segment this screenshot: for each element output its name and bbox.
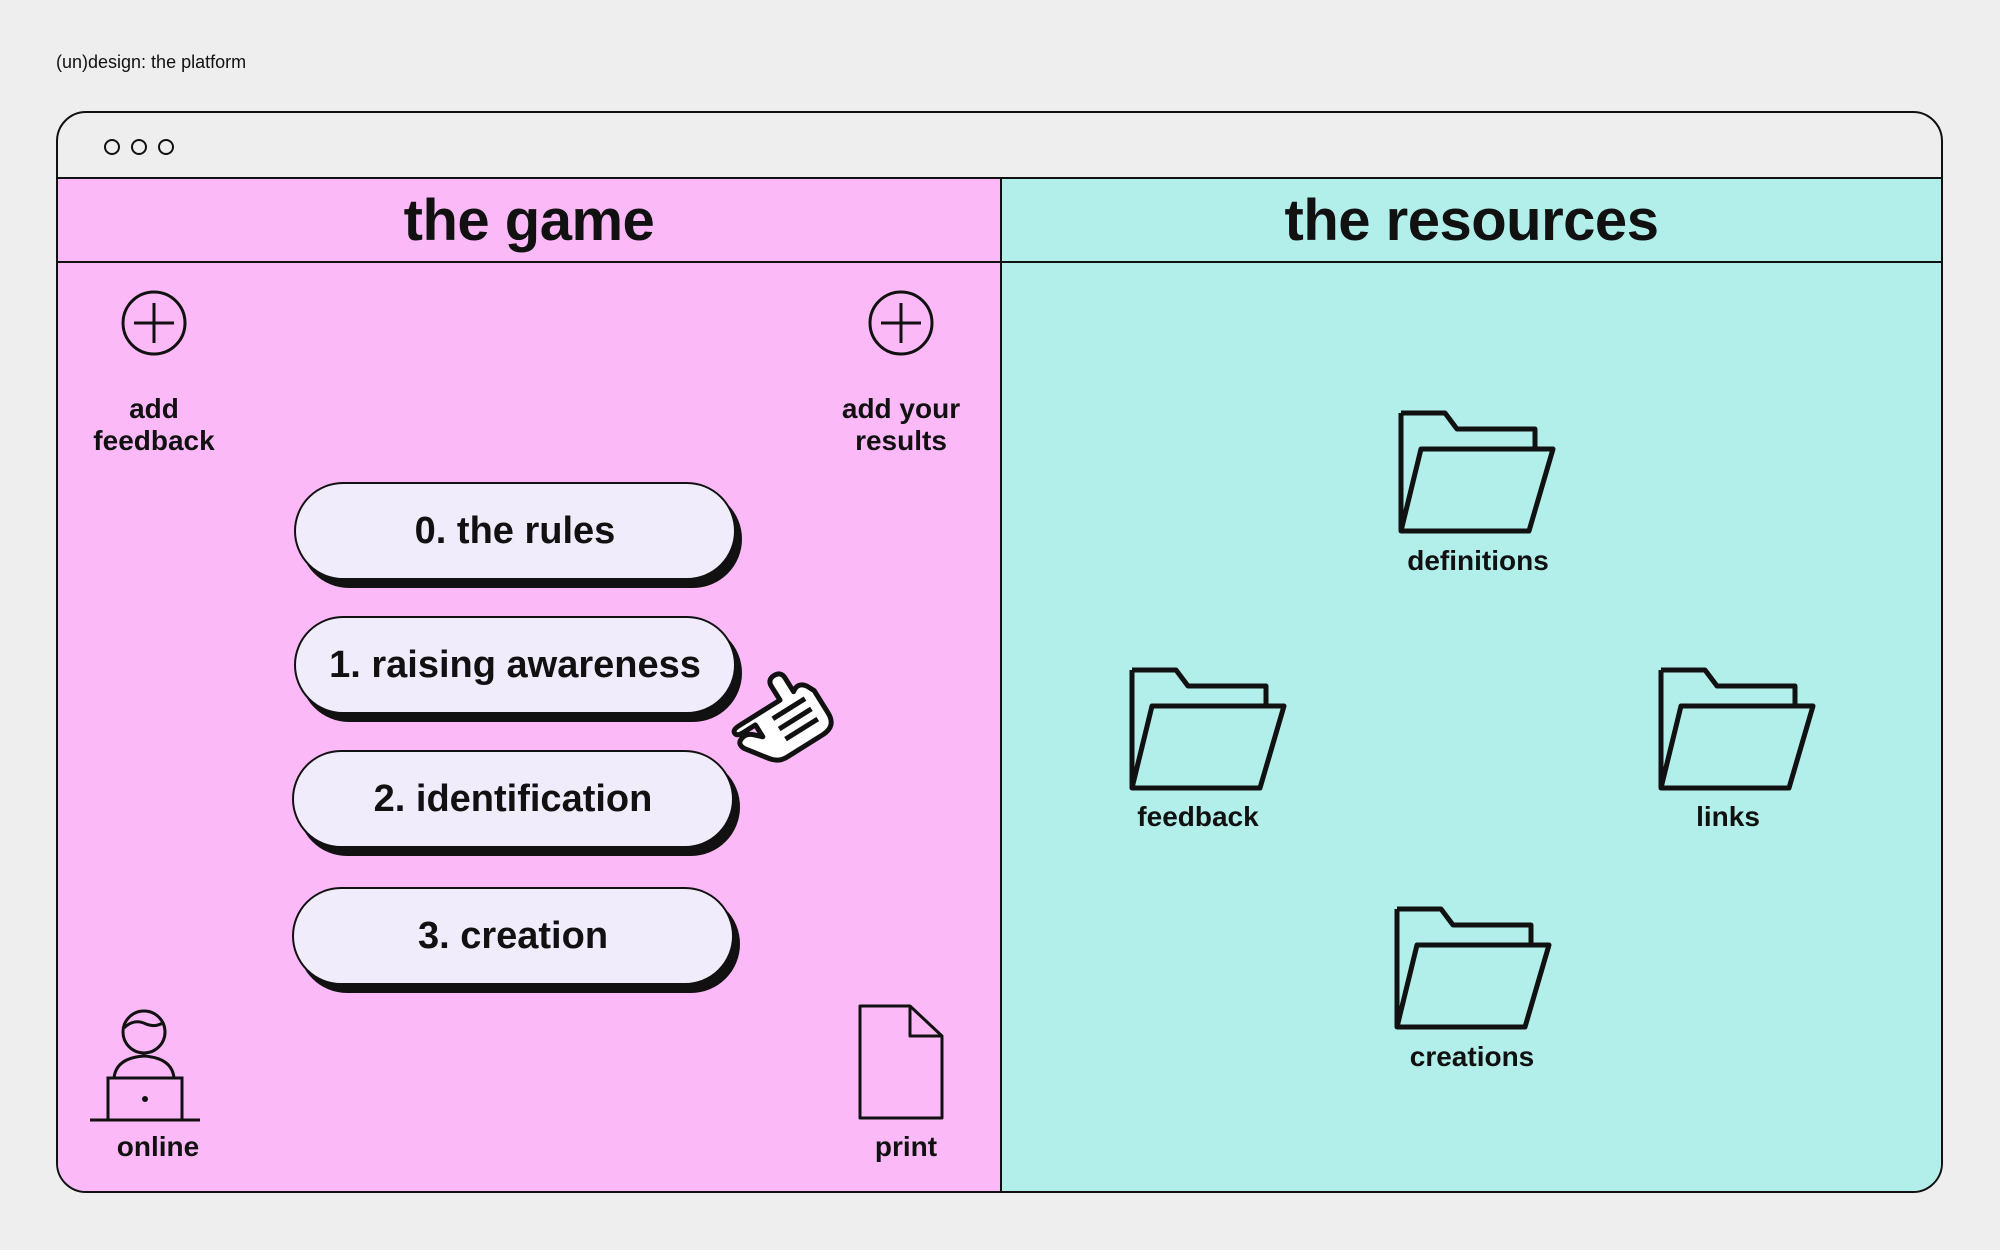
print-label[interactable]: print: [874, 1131, 938, 1162]
window-maximize-dot[interactable]: [158, 139, 174, 155]
hand-pointer-icon: [731, 671, 834, 763]
app-window: the game add feedback add your results 0…: [56, 111, 1943, 1193]
step-button-creation[interactable]: 3. creation: [292, 887, 734, 985]
resources-title: the resources: [1002, 179, 1941, 263]
step-button-rules[interactable]: 0. the rules: [294, 482, 736, 580]
add-results-icon[interactable]: [867, 289, 935, 357]
print-document-icon[interactable]: [854, 1002, 948, 1122]
step-button-raising-awareness[interactable]: 1. raising awareness: [294, 616, 736, 714]
add-feedback-label[interactable]: add feedback: [93, 393, 215, 456]
folder-links-label[interactable]: links: [1696, 801, 1760, 832]
online-user-icon[interactable]: [84, 1004, 204, 1128]
online-label[interactable]: online: [116, 1131, 200, 1162]
folder-definitions-label[interactable]: definitions: [1407, 545, 1549, 576]
page-caption: (un)design: the platform: [56, 52, 247, 72]
window-minimize-dot[interactable]: [131, 139, 147, 155]
add-results-label[interactable]: add your results: [841, 393, 961, 456]
window-titlebar: [58, 113, 1941, 179]
window-close-dot[interactable]: [104, 139, 120, 155]
game-panel: the game add feedback add your results 0…: [58, 179, 1002, 1191]
folder-icon[interactable]: [1126, 662, 1292, 796]
folder-feedback-label[interactable]: feedback: [1137, 801, 1259, 832]
folder-icon[interactable]: [1655, 662, 1821, 796]
add-feedback-icon[interactable]: [120, 289, 188, 357]
folder-icon[interactable]: [1395, 405, 1561, 539]
folder-creations-label[interactable]: creations: [1409, 1041, 1535, 1072]
folder-icon[interactable]: [1391, 901, 1557, 1035]
game-title: the game: [58, 179, 1000, 263]
step-button-identification[interactable]: 2. identification: [292, 750, 734, 848]
resources-panel: the resources definitions feedback links…: [1002, 179, 1941, 1191]
